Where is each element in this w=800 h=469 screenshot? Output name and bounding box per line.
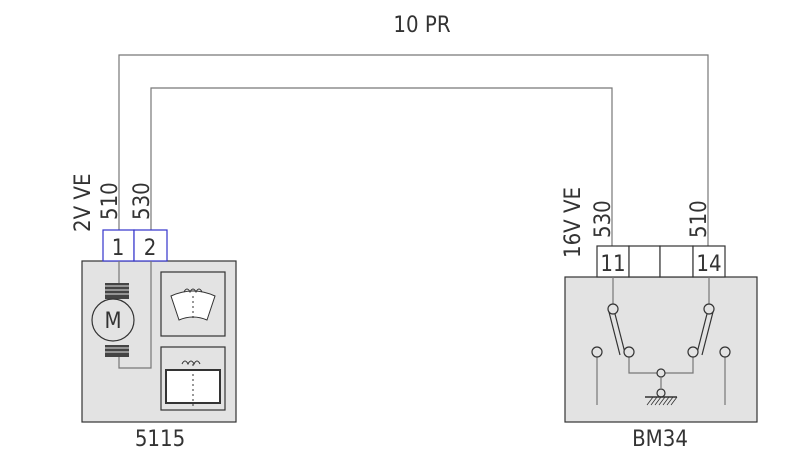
component-label: BM34: [632, 427, 688, 452]
connector-label: 2V VE: [71, 174, 96, 232]
component-BM34: 11 14 530 510 16V VE BM34: [561, 187, 758, 452]
wire-label: 510: [98, 182, 123, 220]
pin-label: 14: [696, 252, 721, 277]
pin-empty: [628, 245, 661, 278]
component-5115: 1 2 510 530 2V VE M 5115: [71, 174, 237, 452]
wire-510: [118, 54, 709, 246]
relay-switch-icon: [591, 277, 731, 405]
motor-icon: M: [91, 261, 152, 369]
rear-wiper-icon: [160, 346, 226, 411]
motor-label: M: [104, 309, 121, 334]
pin-label: 1: [112, 236, 125, 261]
pin-empty: [659, 245, 694, 278]
windshield-wiper-icon: [160, 271, 226, 337]
pin-label: 11: [600, 252, 625, 277]
ground-icon: [645, 388, 678, 406]
wire-label: 510: [687, 200, 712, 238]
wire-label: 530: [130, 182, 155, 220]
component-label: 5115: [135, 427, 185, 452]
harness-label: 10 PR: [393, 13, 450, 38]
wire-label: 530: [591, 200, 616, 238]
connector-label: 16V VE: [561, 187, 586, 258]
pin-11: [596, 245, 630, 278]
wire-530: [150, 87, 613, 246]
pin-label: 2: [144, 236, 157, 261]
